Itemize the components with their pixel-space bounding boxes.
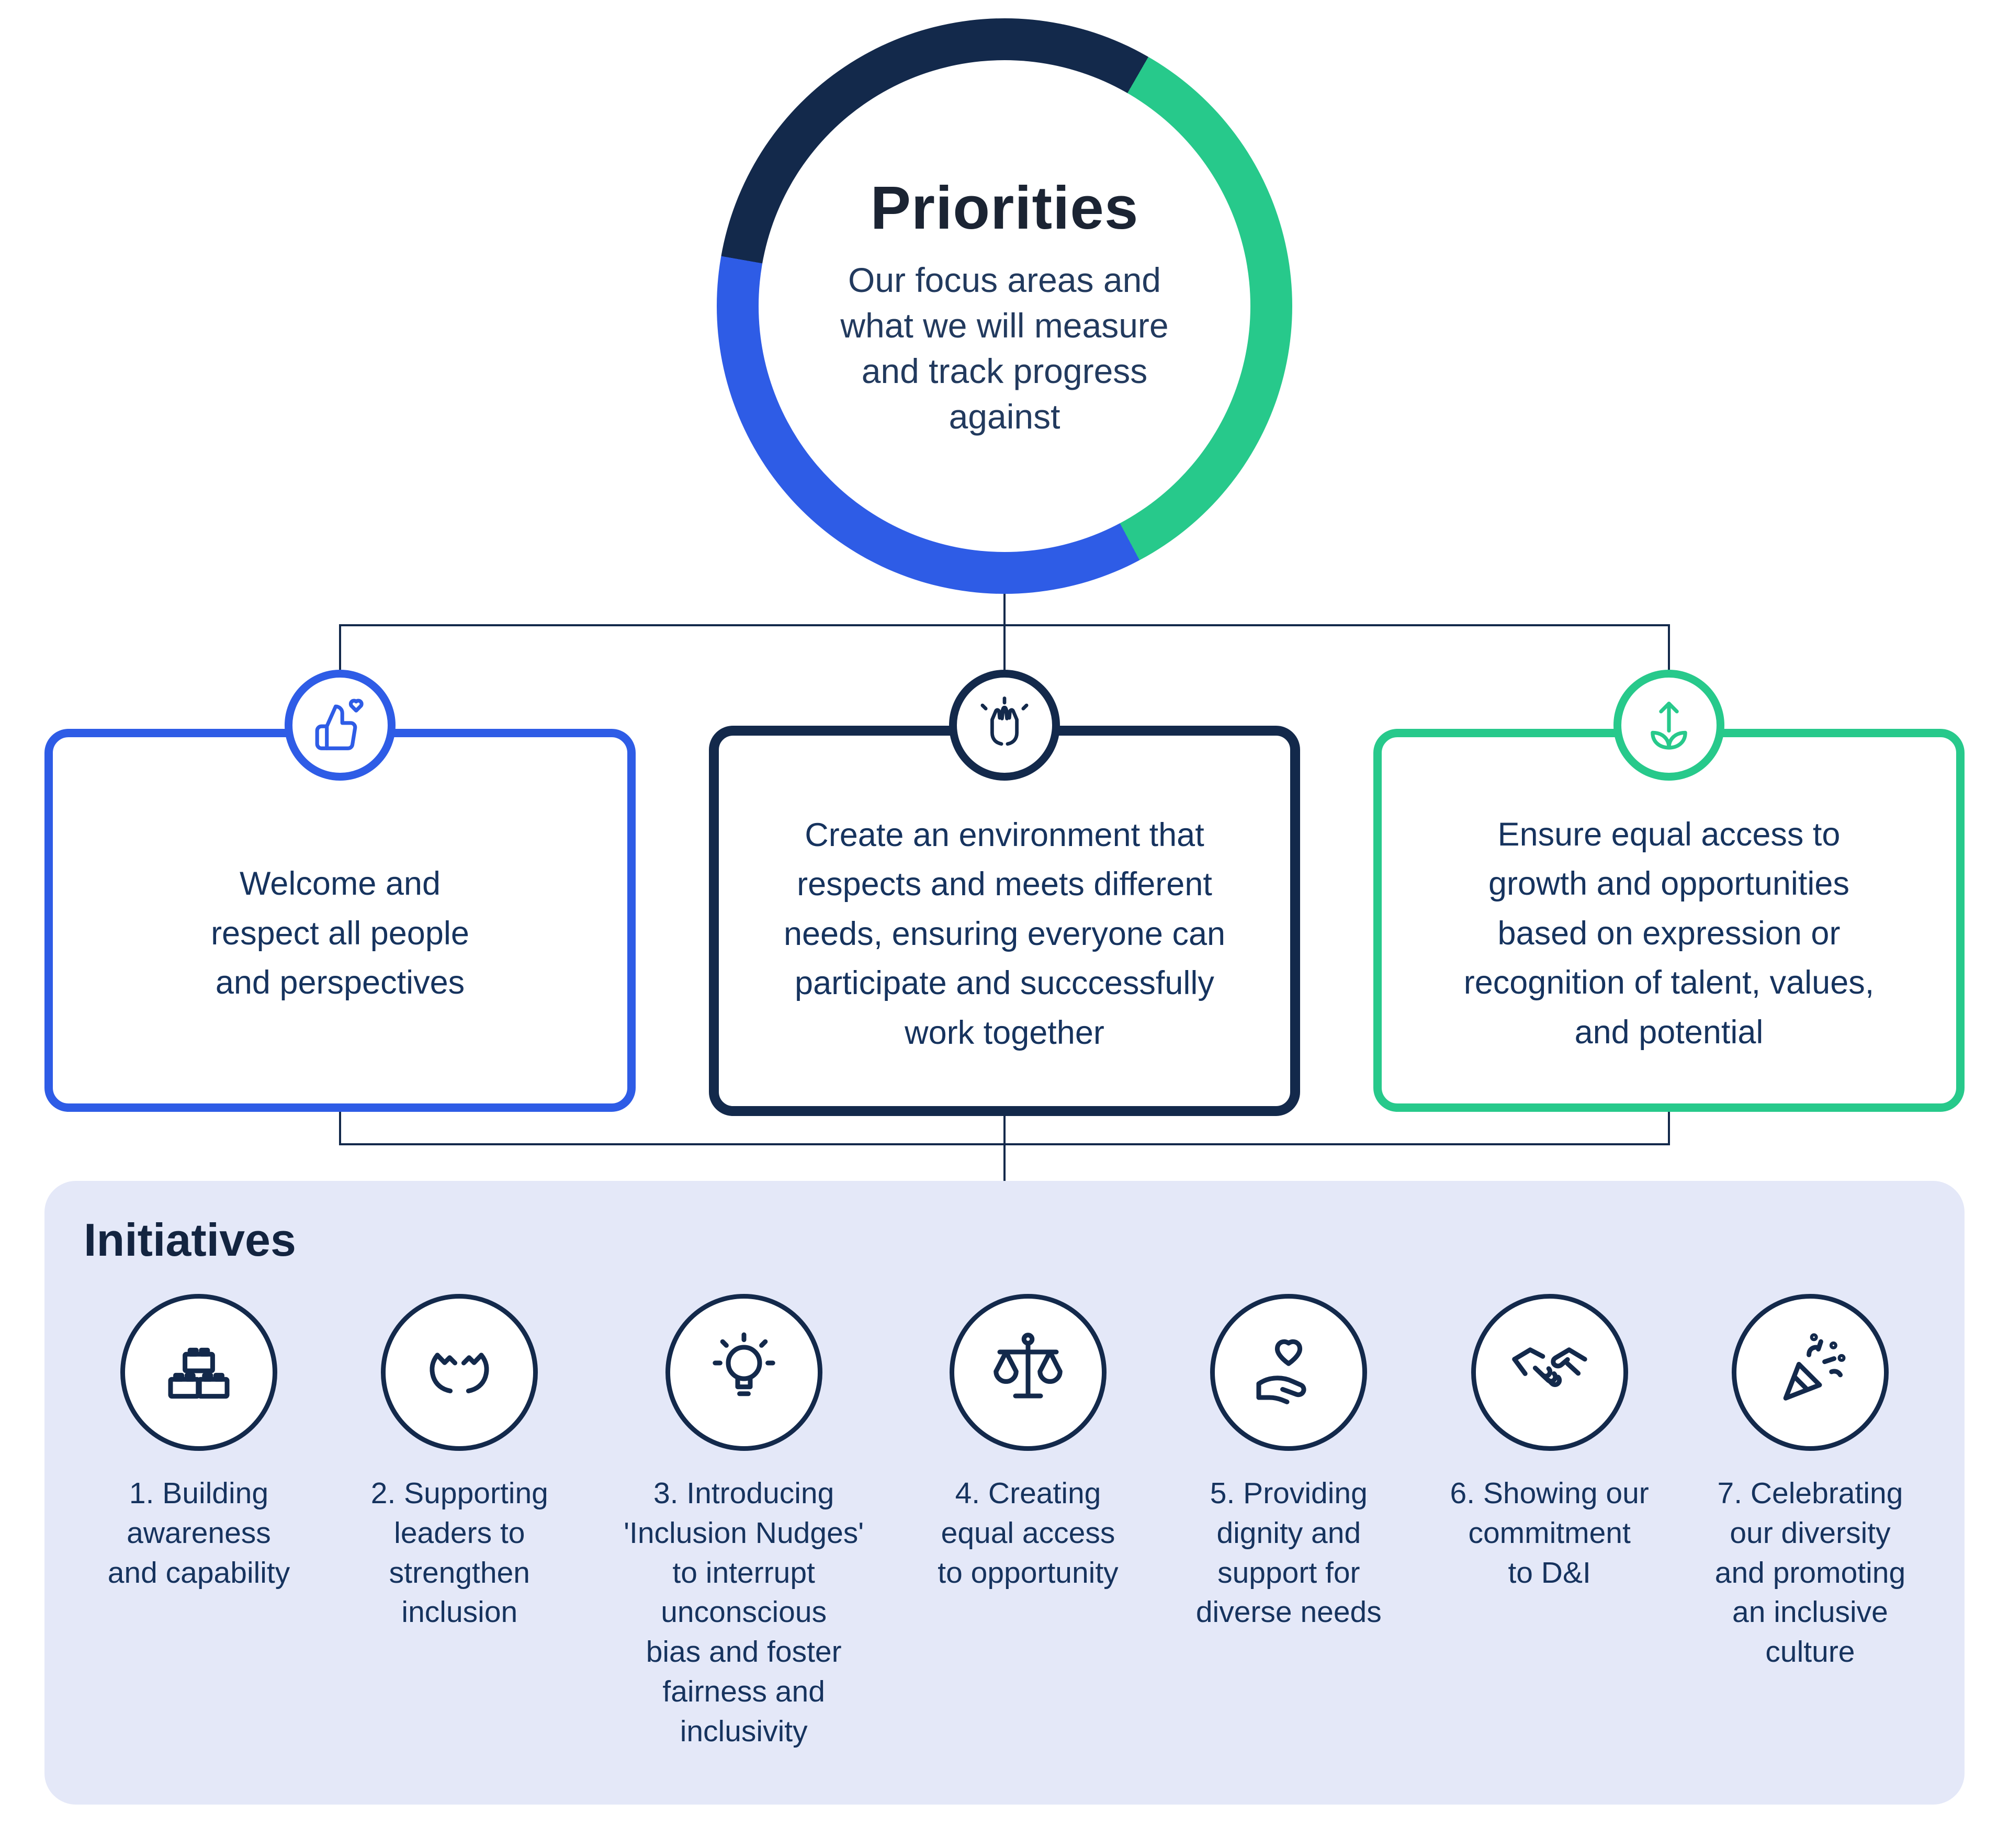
party-popper-icon — [1731, 1294, 1889, 1451]
balance-scales-icon — [949, 1294, 1107, 1451]
thumbs-up-heart-icon — [285, 670, 396, 781]
priority-text: Ensure equal access to growth and opport… — [1463, 816, 1875, 1051]
connector-line — [1003, 625, 1006, 693]
connector-line — [1003, 1144, 1006, 1182]
priority-card-welcome: Welcome and respect all people and persp… — [44, 729, 636, 1112]
priorities-ring: Priorities Our focus areas and what we w… — [717, 18, 1292, 594]
initiative-label: 5. Providing dignity and support for div… — [1195, 1477, 1382, 1629]
hand-heart-icon — [1210, 1294, 1368, 1451]
lightbulb-icon — [665, 1294, 822, 1451]
initiative-label: 2. Supporting leaders to strengthen incl… — [370, 1477, 548, 1629]
high-five-hands-icon — [949, 670, 1060, 781]
initiative-label: 7. Celebrating our diversity and promoti… — [1714, 1477, 1906, 1669]
initiative-label: 6. Showing our commitment to D&I — [1450, 1477, 1649, 1590]
initiative-label: 3. Introducing 'Inclusion Nudges' to int… — [624, 1477, 864, 1748]
initiative-item: 3. Introducing 'Inclusion Nudges' to int… — [605, 1294, 883, 1752]
initiative-item: 7. Celebrating our diversity and promoti… — [1695, 1294, 1925, 1672]
initiative-label: 1. Building awareness and capability — [107, 1477, 290, 1590]
initiative-item: 1. Building awareness and capability — [84, 1294, 314, 1593]
initiative-item: 5. Providing dignity and support for div… — [1173, 1294, 1404, 1632]
growth-sprout-icon — [1613, 670, 1724, 781]
initiatives-panel: Initiatives 1. Building awareness and ca… — [44, 1181, 1965, 1805]
building-blocks-icon — [120, 1294, 277, 1451]
priority-text: Create an environment that respects and … — [783, 816, 1226, 1051]
page-subtitle: Our focus areas and what we will measure… — [840, 260, 1169, 436]
initiative-item: 2. Supporting leaders to strengthen incl… — [344, 1294, 574, 1632]
connector-line — [339, 625, 341, 693]
initiatives-heading: Initiatives — [84, 1214, 296, 1266]
page-title: Priorities — [870, 173, 1139, 242]
connector-line — [1668, 1111, 1670, 1144]
supporting-hands-icon — [381, 1294, 538, 1451]
priority-card-equal-access: Ensure equal access to growth and opport… — [1373, 729, 1965, 1112]
priority-text: Welcome and respect all people and persp… — [211, 865, 469, 1001]
initiative-label: 4. Creating equal access to opportunity — [938, 1477, 1119, 1590]
connector-line — [1668, 625, 1670, 693]
initiative-item: 4. Creating equal access to opportunity — [913, 1294, 1143, 1593]
initiative-item: 6. Showing our commitment to D&I — [1435, 1294, 1665, 1593]
connector-line — [1003, 592, 1006, 626]
priority-card-environment: Create an environment that respects and … — [709, 726, 1300, 1116]
priorities-ring-inner: Priorities Our focus areas and what we w… — [759, 60, 1250, 552]
initiatives-row: 1. Building awareness and capability 2. … — [84, 1294, 1925, 1752]
connector-line — [339, 1111, 341, 1144]
connector-line — [1003, 1115, 1006, 1144]
handshake-icon — [1471, 1294, 1628, 1451]
